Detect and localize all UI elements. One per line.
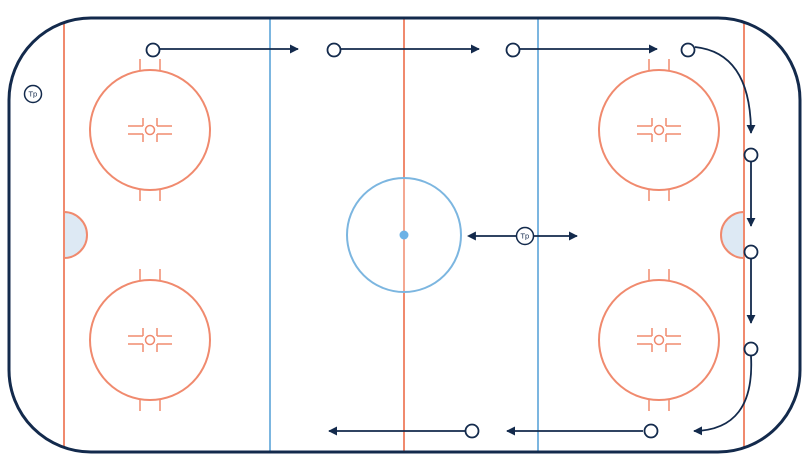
coach-label: Tp <box>28 91 38 99</box>
player-marker <box>743 147 759 163</box>
path-curve-corner-top <box>694 46 756 134</box>
center-circle <box>346 177 462 293</box>
faceoff-circles <box>89 59 720 411</box>
skating-paths <box>160 44 756 436</box>
coach-marker-left: Tp <box>23 84 43 104</box>
path-curve-corner-bottom <box>693 355 753 436</box>
players <box>145 42 759 439</box>
faceoff-circle-top-left <box>89 59 211 201</box>
coach-marker-center: Tp <box>515 226 535 246</box>
center-dot <box>399 230 409 240</box>
goal-crease-right <box>720 210 745 260</box>
player-marker <box>326 42 342 58</box>
coach-label: Tp <box>520 233 530 241</box>
player-marker <box>743 341 759 357</box>
faceoff-circle-bottom-right <box>598 269 720 411</box>
faceoff-circle-top-right <box>598 59 720 201</box>
goal-crease-left <box>63 210 88 260</box>
faceoff-circle-bottom-left <box>89 269 211 411</box>
player-marker <box>680 42 696 58</box>
player-marker <box>464 423 480 439</box>
player-marker <box>743 244 759 260</box>
player-marker <box>505 42 521 58</box>
player-marker <box>145 42 161 58</box>
player-marker <box>643 423 659 439</box>
rink-boards <box>7 16 802 454</box>
